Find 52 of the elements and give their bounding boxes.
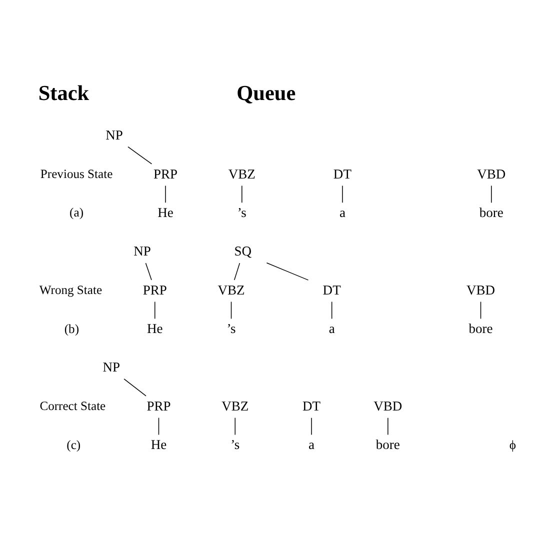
label: Previous State	[40, 166, 113, 181]
node-text: ’s	[230, 436, 240, 452]
connector	[230, 300, 232, 319]
connector	[311, 416, 312, 435]
node-text: a	[339, 204, 346, 220]
node-text: a	[308, 436, 315, 452]
node-text: VBD	[374, 398, 402, 413]
connector	[124, 378, 146, 396]
node-text: bore	[468, 320, 493, 336]
node-text: VBD	[477, 166, 506, 181]
label: Wrong State	[39, 282, 102, 297]
connector	[158, 416, 160, 435]
connector	[491, 184, 492, 203]
label: ϕ	[509, 437, 516, 452]
node-text: DT	[302, 398, 321, 413]
node-text: NP	[106, 127, 123, 142]
connector	[266, 262, 309, 280]
node-text: PRP	[142, 282, 167, 297]
connector	[145, 262, 152, 280]
connector	[234, 262, 240, 280]
node-text: VBZ	[228, 166, 256, 181]
node-text: bore	[376, 436, 400, 452]
label: (a)	[70, 205, 84, 220]
node-text: DT	[322, 282, 341, 297]
connector	[480, 300, 482, 319]
node-text: ’s	[237, 204, 246, 220]
node-text: VBZ	[218, 282, 245, 297]
label: Stack	[38, 80, 90, 104]
label: Queue	[236, 80, 296, 104]
label: (c)	[66, 437, 81, 452]
label: Correct State	[40, 398, 106, 413]
node-text: PRP	[146, 398, 171, 413]
node-text: He	[150, 436, 167, 452]
node-text: bore	[479, 204, 504, 220]
node-text: PRP	[153, 166, 178, 181]
connector	[342, 184, 343, 203]
node-text: SQ	[234, 243, 252, 258]
label: (b)	[64, 321, 80, 336]
node-text: NP	[134, 243, 151, 258]
connector	[165, 184, 166, 203]
connector	[154, 300, 156, 319]
connector	[331, 300, 332, 319]
node-text: DT	[333, 166, 352, 181]
node-text: ’s	[226, 320, 236, 336]
node-text: VBD	[466, 282, 496, 297]
connector	[234, 416, 236, 435]
node-text: He	[146, 320, 163, 336]
node-text: VBZ	[222, 398, 249, 413]
node-text: He	[158, 204, 174, 220]
connector	[128, 146, 152, 164]
node-text: a	[328, 320, 335, 336]
node-text: NP	[102, 359, 120, 374]
